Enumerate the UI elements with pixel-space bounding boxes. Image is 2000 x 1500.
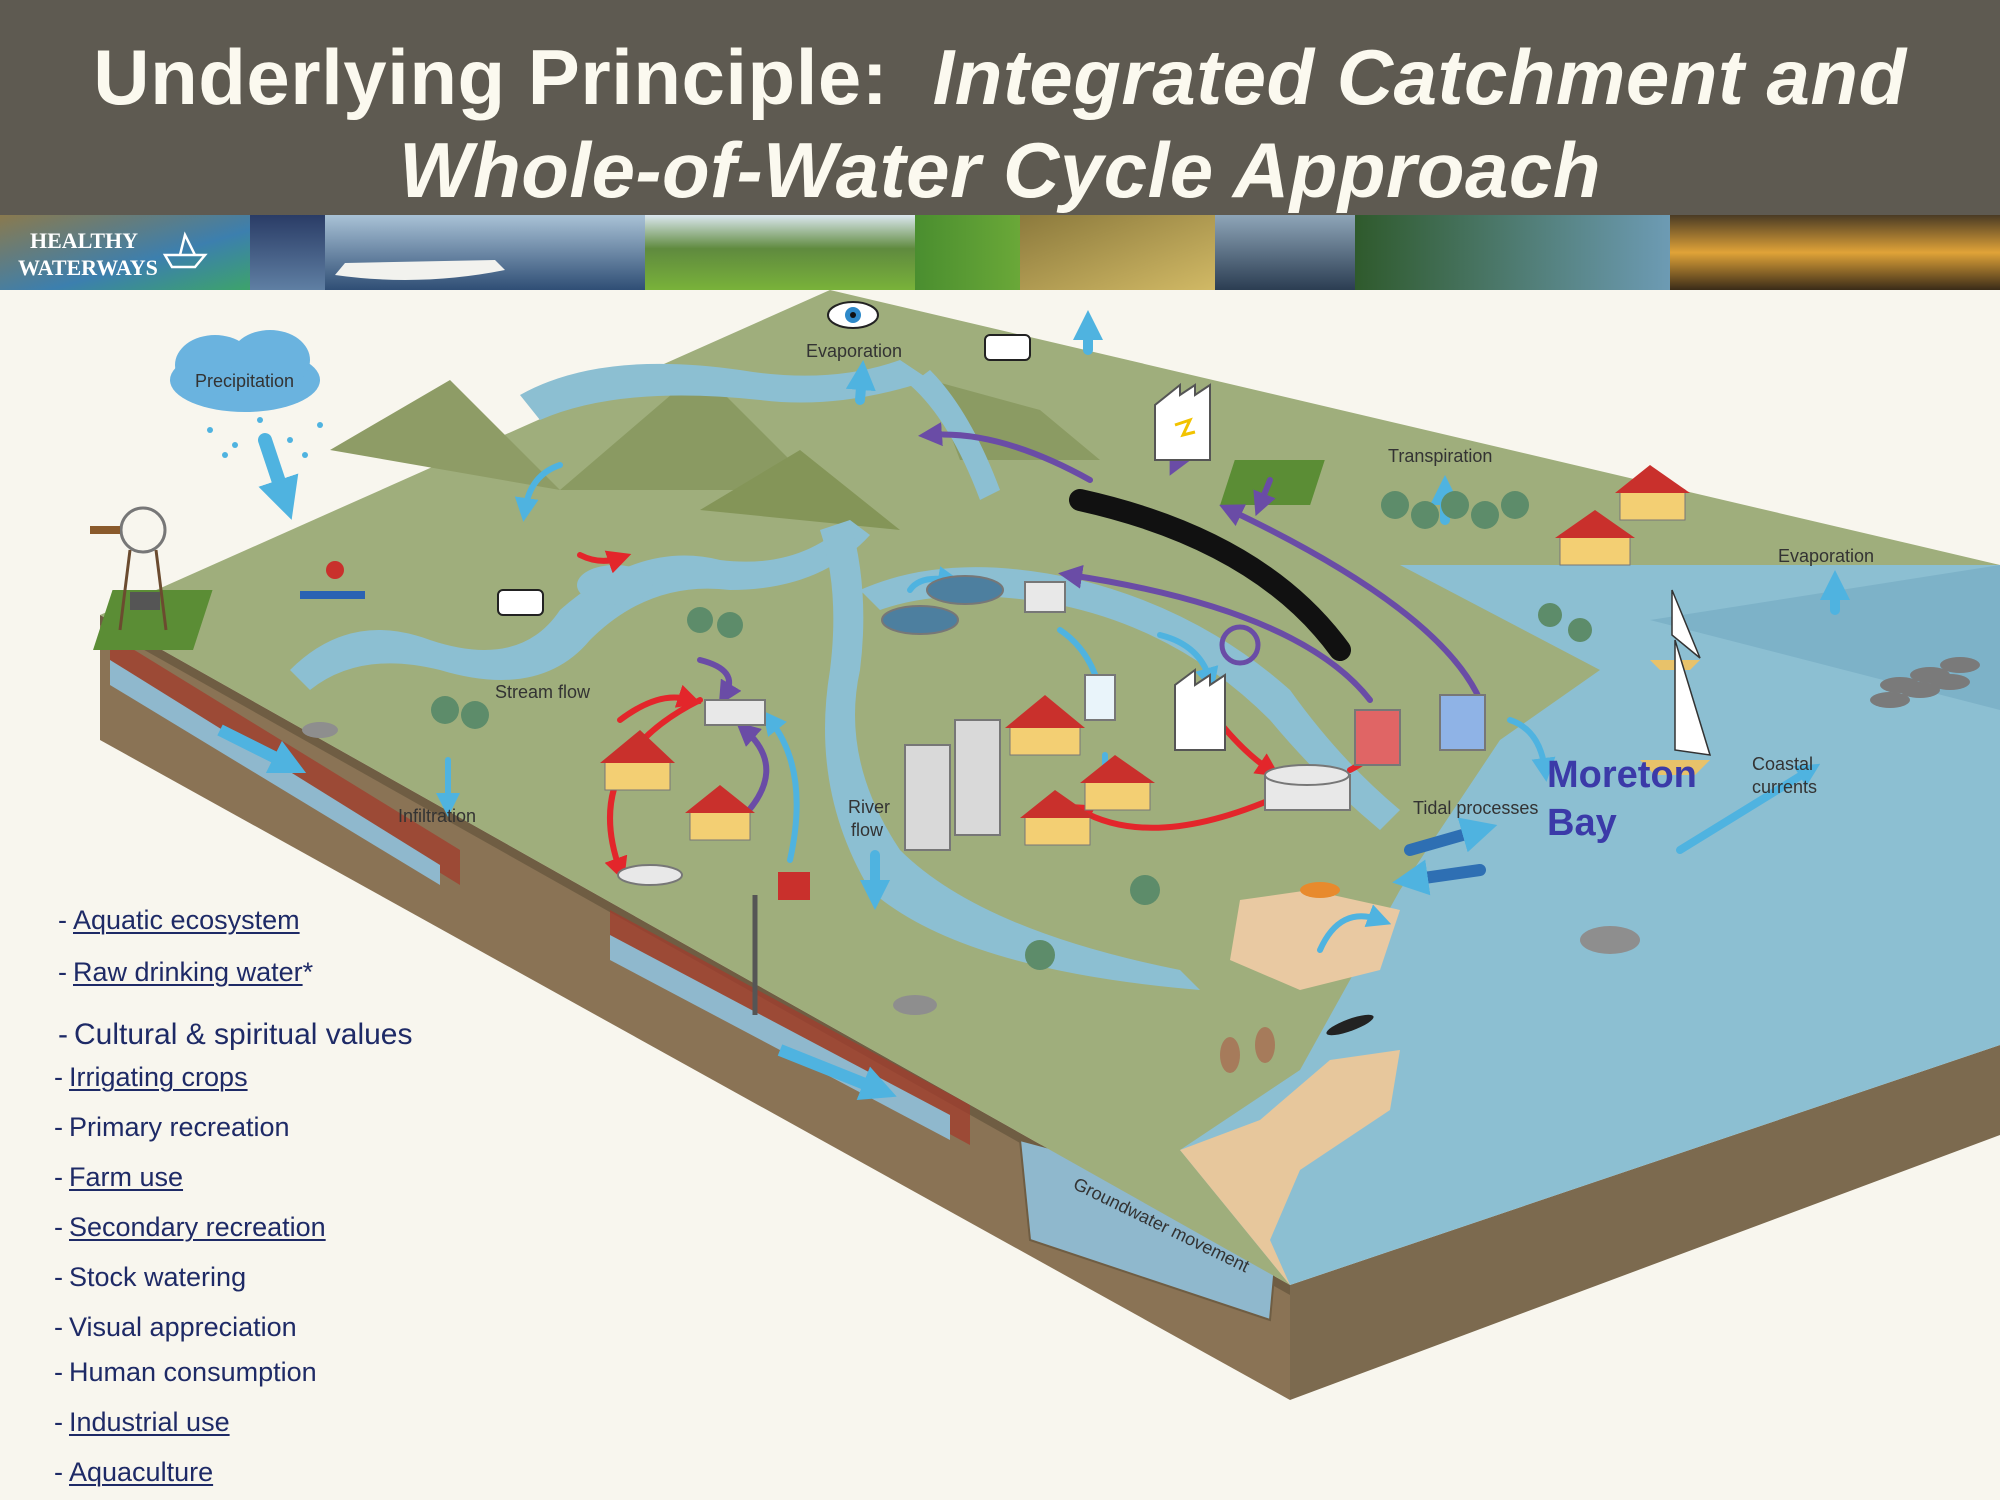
legend-item-text: Farm use	[69, 1162, 184, 1192]
factory-icon	[1154, 382, 1211, 461]
label-tidal-processes: Tidal processes	[1413, 798, 1538, 818]
bore-pump-icon	[752, 872, 810, 1015]
legend-item: -Stock watering	[54, 1262, 246, 1293]
soil-block	[100, 615, 2000, 1400]
label-river-flow-1: River	[848, 797, 890, 817]
legend-item: -Aquatic ecosystem	[58, 905, 300, 936]
legend-item: -Irrigating crops	[54, 1062, 248, 1093]
legend-item-text: Raw drinking water	[73, 957, 303, 987]
label-infiltration: Infiltration	[398, 806, 476, 826]
oyster-bed-icon	[1870, 657, 1980, 708]
legend-item-text: Human consumption	[69, 1357, 317, 1387]
legend-dash: -	[58, 905, 67, 935]
logo-line-2: WATERWAYS	[18, 255, 158, 280]
legend-item: -Human consumption	[54, 1357, 317, 1388]
legend-dash: -	[54, 1312, 63, 1342]
legend-dash: -	[54, 1457, 63, 1487]
title-italic-1: Integrated Catchment and	[932, 33, 1907, 121]
legend-dash: -	[54, 1162, 63, 1192]
legend-item: -Primary recreation	[54, 1112, 290, 1143]
legend-item-text: Primary recreation	[69, 1112, 290, 1142]
house-icon	[600, 465, 1690, 846]
legend-item-text: Industrial use	[69, 1407, 230, 1437]
legend-dash: -	[54, 1062, 63, 1092]
flow-arrows	[258, 310, 1850, 953]
legend-item: -Raw drinking water*	[58, 957, 313, 988]
legend-dash: -	[54, 1212, 63, 1242]
label-moreton-2: Bay	[1547, 802, 1617, 844]
legend-item: -Aquaculture	[54, 1457, 213, 1488]
title-line-1: Underlying Principle: Integrated Catchme…	[0, 32, 2000, 123]
windmill-icon	[90, 506, 168, 631]
legend-item-suffix: *	[302, 957, 314, 987]
label-coastal-1: Coastal	[1752, 754, 1813, 774]
water-cycle-diagram: Precipitation Evaporation Transpiration …	[90, 290, 2000, 1400]
cow-icon	[497, 334, 1031, 616]
legend-item: -Farm use	[54, 1162, 183, 1193]
legend-item: -Cultural & spiritual values	[58, 1018, 412, 1052]
label-evaporation-top: Evaporation	[806, 341, 902, 361]
legend-dash: -	[54, 1407, 63, 1437]
swimmer-icon	[1326, 1014, 1374, 1036]
city-buildings-icon	[904, 719, 1001, 851]
label-stream-flow: Stream flow	[495, 682, 591, 702]
features	[90, 301, 1980, 1073]
land-surface	[93, 290, 2000, 1285]
treatment-tank-icon	[617, 575, 1486, 886]
fish-icon	[302, 722, 1640, 1015]
eye-icon	[827, 301, 879, 329]
legend-item: -Industrial use	[54, 1407, 230, 1438]
legend-item-text: Visual appreciation	[69, 1312, 297, 1342]
prawn-icon	[1300, 882, 1340, 898]
logo-line-1: HEALTHY	[30, 228, 138, 253]
title-line-2: Whole-of-Water Cycle Approach	[399, 126, 1601, 214]
cloud-icon	[170, 330, 323, 458]
sailboat-icon	[1640, 589, 1712, 775]
irrigation-icon	[300, 561, 365, 599]
legend-item-text: Irrigating crops	[69, 1062, 248, 1092]
label-transpiration: Transpiration	[1388, 446, 1492, 466]
label-moreton-1: Moreton	[1547, 754, 1697, 796]
legend-item-text: Aquatic ecosystem	[73, 905, 300, 935]
label-coastal-2: currents	[1752, 777, 1817, 797]
title-prefix: Underlying Principle:	[93, 33, 889, 121]
label-evaporation-right: Evaporation	[1778, 546, 1874, 566]
legend-dash: -	[58, 957, 67, 987]
legend-item-text: Aquaculture	[69, 1457, 214, 1487]
title-bar: Underlying Principle: Integrated Catchme…	[0, 0, 2000, 215]
photo-banner: HEALTHY WATERWAYS	[0, 215, 2000, 290]
tree-icon	[431, 491, 1592, 970]
healthy-waterways-logo: HEALTHY WATERWAYS	[18, 228, 208, 280]
legend-item-text: Secondary recreation	[69, 1212, 326, 1242]
label-river-flow-2: flow	[851, 820, 884, 840]
legend-item-text: Stock watering	[69, 1262, 247, 1292]
legend-item: -Visual appreciation	[54, 1312, 297, 1343]
legend-dash: -	[58, 1018, 68, 1051]
label-precipitation: Precipitation	[195, 371, 294, 391]
footprints-icon	[1220, 1027, 1275, 1073]
legend-dash: -	[54, 1357, 63, 1387]
legend-item-text: Cultural & spiritual values	[74, 1018, 413, 1051]
factory-icon-2	[1174, 624, 1261, 751]
legend-item: -Secondary recreation	[54, 1212, 326, 1243]
legend-dash: -	[54, 1112, 63, 1142]
legend-dash: -	[54, 1262, 63, 1292]
